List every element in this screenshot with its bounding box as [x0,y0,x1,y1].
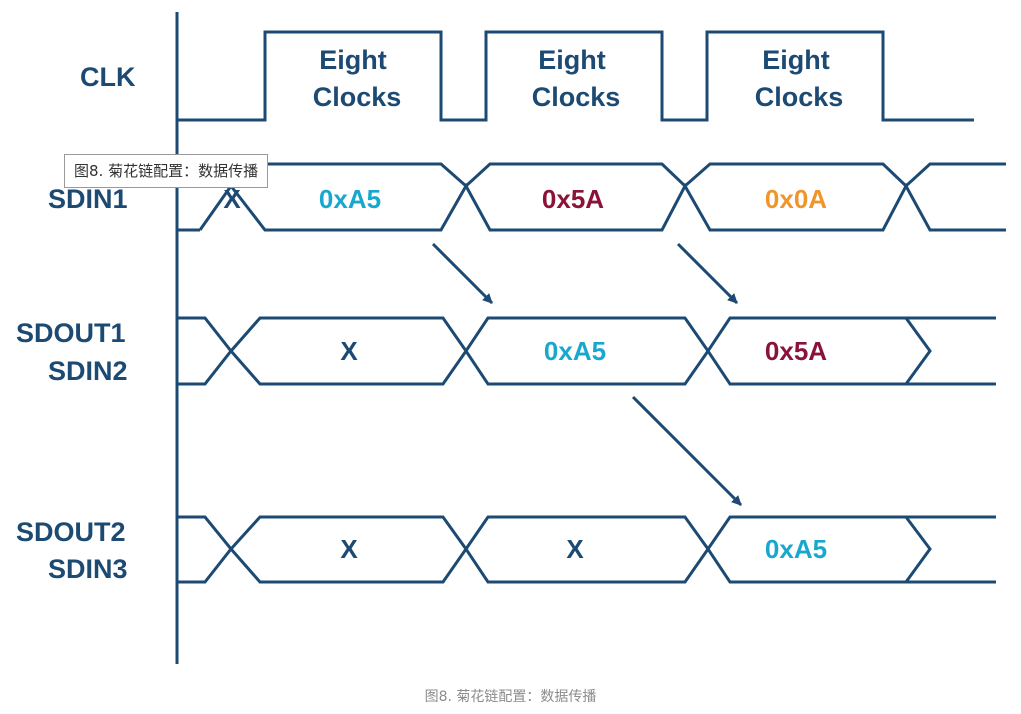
sdout2-cell-3: 0xA5 [765,534,827,564]
sdin1-cell-3: 0x5A [542,184,604,214]
clk-burst-2-line2: Clocks [532,82,621,112]
sdin3-label: SDIN3 [48,554,128,584]
propagation-arrow-1 [431,242,494,305]
sdin2-label: SDIN2 [48,356,128,386]
sdout2-cell-2: X [566,534,584,564]
sdout1-cell-2: 0xA5 [544,336,606,366]
propagation-arrow-3 [631,395,743,507]
sdin1-cell-1: X [223,184,241,214]
image-tooltip: 图8. 菊花链配置：数据传播 [64,154,269,188]
sdout1-cell-1: X [340,336,358,366]
sdin1-cell-4: 0x0A [765,184,827,214]
clk-burst-3-line1: Eight [762,45,830,75]
sdout2-sdin3-bus-waveform [177,515,996,584]
figure-caption: 图8. 菊花链配置：数据传播 [424,689,597,705]
sdout1-label: SDOUT1 [16,318,126,348]
sdout1-sdin2-bus-waveform [177,316,996,386]
clk-burst-3-line2: Clocks [755,82,844,112]
sdin1-bus-waveform [177,162,1006,232]
propagation-arrow-2 [676,242,739,305]
clk-label: CLK [80,62,136,92]
sdout1-cell-3: 0x5A [765,336,827,366]
sdout2-cell-1: X [340,534,358,564]
clk-burst-2-line1: Eight [538,45,606,75]
sdin1-cell-2: 0xA5 [319,184,381,214]
clk-waveform [177,30,974,122]
sdin1-label: SDIN1 [48,184,128,214]
clk-burst-1-line2: Clocks [313,82,402,112]
clk-burst-1-line1: Eight [319,45,387,75]
sdout2-label: SDOUT2 [16,517,126,547]
